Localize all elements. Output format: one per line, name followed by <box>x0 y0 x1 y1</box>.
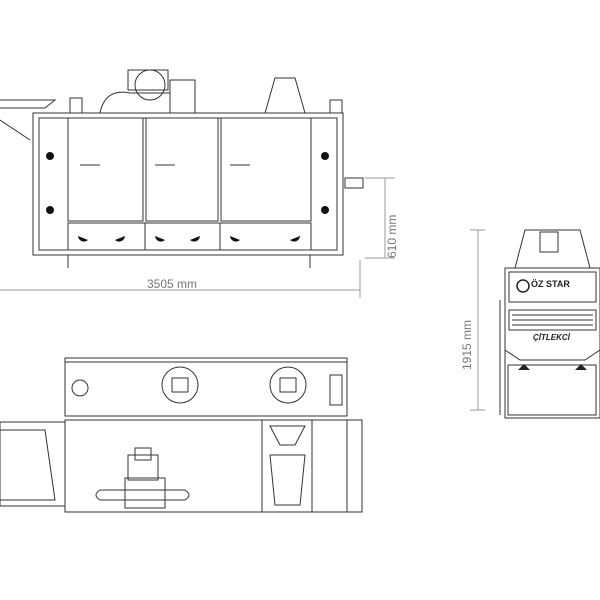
length-dimension-label: 3505 mm <box>147 277 198 291</box>
side-view <box>470 229 600 419</box>
height-side-dimension-label: 610 mm <box>385 214 399 258</box>
height-total-dimension-label: 1915 mm <box>460 319 474 370</box>
side-logo-icon <box>516 279 587 370</box>
brand-logo-text: ÖZ STAR <box>531 279 570 289</box>
top-view <box>0 357 363 513</box>
front-view <box>0 69 395 298</box>
product-name-text: ÇİTLEKCİ <box>533 333 570 342</box>
